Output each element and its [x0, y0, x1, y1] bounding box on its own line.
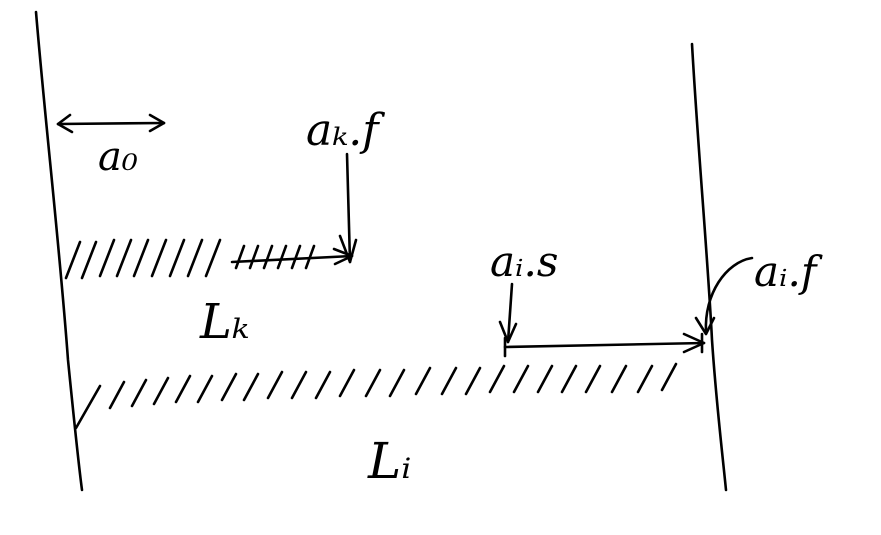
a-zero-double-arrow	[56, 113, 166, 134]
a-i-f-pointer-arrow	[694, 256, 754, 336]
left-wall-line	[34, 10, 84, 492]
a-k-f-label: aₖ.f	[306, 105, 385, 156]
crack-i-hatching	[74, 362, 678, 430]
a-k-f-pointer-arrow	[338, 152, 358, 264]
a-i-s-label: aᵢ.s	[490, 237, 558, 286]
right-wall-line	[690, 42, 728, 492]
crack-k-hatching	[64, 238, 316, 280]
L-i-label: Lᵢ	[367, 432, 411, 490]
crack-k-extension-arrow	[230, 247, 354, 266]
a-zero-label: a₀	[98, 134, 138, 180]
a-i-s-pointer-arrow	[498, 282, 518, 344]
a-i-f-label: aᵢ.f	[754, 247, 823, 296]
L-k-label: Lₖ	[199, 294, 249, 350]
crack-i-extension-arrow	[503, 332, 706, 358]
